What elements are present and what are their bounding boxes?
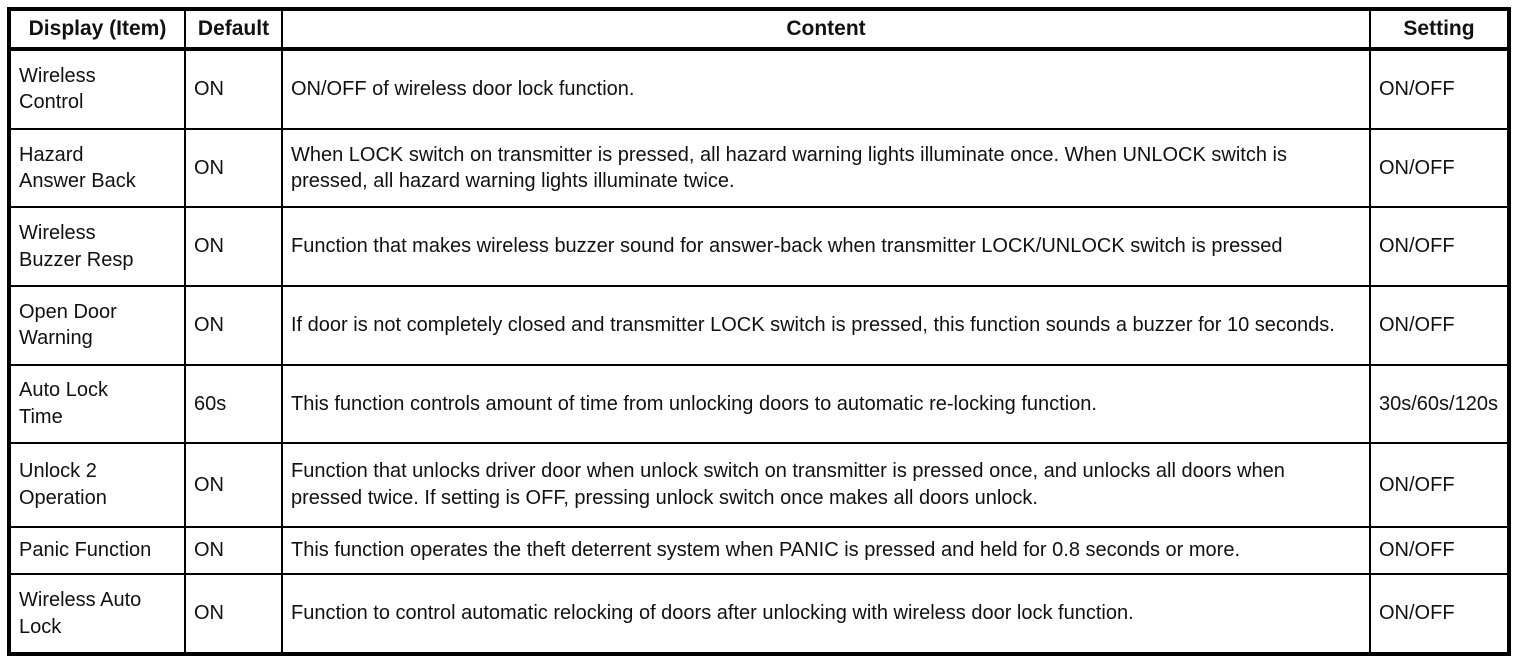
item-cell: Auto Lock Time — [8, 363, 186, 445]
default-cell: ON — [184, 285, 283, 366]
setting-cell: ON/OFF — [1369, 573, 1510, 655]
item-cell: Open Door Warning — [8, 285, 186, 366]
content-cell: This function operates the theft deterre… — [281, 525, 1371, 576]
default-cell: ON — [184, 573, 283, 655]
table-row: Auto Lock Time 60s This function control… — [8, 363, 1510, 445]
setting-cell: ON/OFF — [1369, 206, 1510, 288]
table-row: Wireless Buzzer Resp ON Function that ma… — [8, 206, 1510, 288]
header-display-item: Display (Item) — [8, 8, 186, 51]
default-cell: 60s — [184, 363, 283, 445]
item-cell: Hazard Answer Back — [8, 127, 186, 209]
table-body: Wireless Control ON ON/OFF of wireless d… — [8, 48, 1510, 655]
table-header: Display (Item) Default Content Setting — [8, 8, 1510, 51]
table-row: Wireless Control ON ON/OFF of wireless d… — [8, 48, 1510, 130]
header-default: Default — [184, 8, 283, 51]
setting-cell: ON/OFF — [1369, 442, 1510, 528]
setting-cell: ON/OFF — [1369, 48, 1510, 130]
item-cell: Wireless Auto Lock — [8, 573, 186, 655]
content-cell: ON/OFF of wireless door lock function. — [281, 48, 1371, 130]
setting-cell: ON/OFF — [1369, 525, 1510, 576]
item-cell: Wireless Buzzer Resp — [8, 206, 186, 288]
setting-cell: ON/OFF — [1369, 285, 1510, 366]
header-row: Display (Item) Default Content Setting — [8, 8, 1510, 51]
wireless-door-lock-settings-table: Display (Item) Default Content Setting W… — [7, 7, 1511, 656]
table-row: Wireless Auto Lock ON Function to contro… — [8, 573, 1510, 655]
table-row: Panic Function ON This function operates… — [8, 525, 1510, 576]
setting-cell: ON/OFF — [1369, 127, 1510, 209]
table-row: Hazard Answer Back ON When LOCK switch o… — [8, 127, 1510, 209]
default-cell: ON — [184, 442, 283, 528]
table-row: Open Door Warning ON If door is not comp… — [8, 285, 1510, 366]
content-cell: This function controls amount of time fr… — [281, 363, 1371, 445]
item-cell: Wireless Control — [8, 48, 186, 130]
default-cell: ON — [184, 525, 283, 576]
setting-cell: 30s/60s/120s — [1369, 363, 1510, 445]
default-cell: ON — [184, 127, 283, 209]
content-cell: If door is not completely closed and tra… — [281, 285, 1371, 366]
content-cell: Function that unlocks driver door when u… — [281, 442, 1371, 528]
default-cell: ON — [184, 48, 283, 130]
content-cell: Function that makes wireless buzzer soun… — [281, 206, 1371, 288]
header-content: Content — [281, 8, 1371, 51]
table-row: Unlock 2 Operation ON Function that unlo… — [8, 442, 1510, 528]
default-cell: ON — [184, 206, 283, 288]
content-cell: Function to control automatic relocking … — [281, 573, 1371, 655]
content-cell: When LOCK switch on transmitter is press… — [281, 127, 1371, 209]
item-cell: Unlock 2 Operation — [8, 442, 186, 528]
header-setting: Setting — [1369, 8, 1510, 51]
item-cell: Panic Function — [8, 525, 186, 576]
